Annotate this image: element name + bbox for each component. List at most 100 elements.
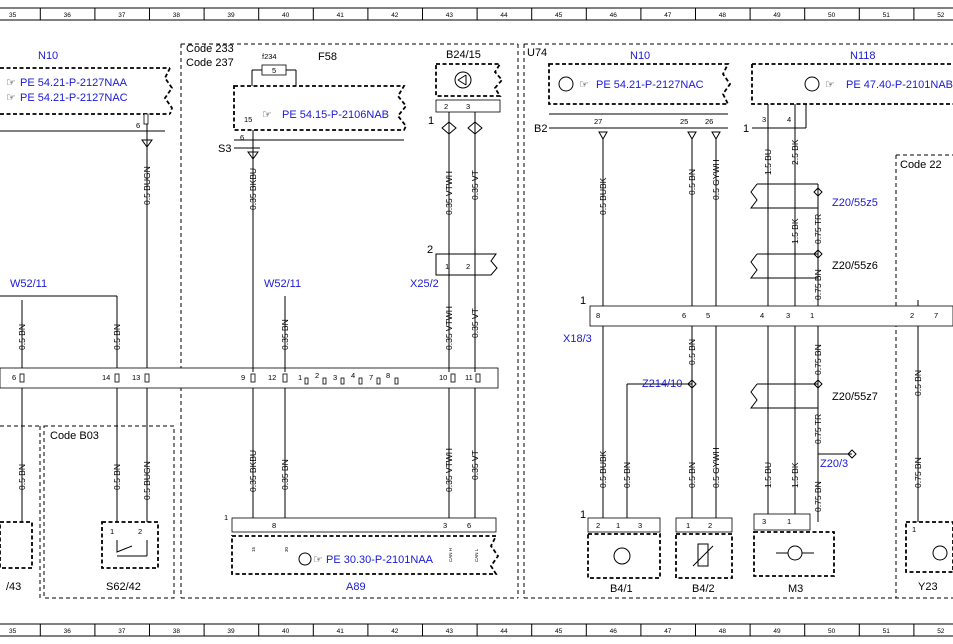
pe-2106nab-ref[interactable]: PE 54.15-P-2106NAB bbox=[282, 109, 389, 121]
b4-2-label: B4/2 bbox=[692, 583, 715, 595]
fuse-label: f234 bbox=[262, 52, 277, 61]
ruler-number: 44 bbox=[500, 628, 508, 635]
wire-label: 0.5 BN bbox=[112, 464, 122, 490]
z214-10-label: Z214/10 bbox=[642, 378, 682, 390]
z20-55z7-splice bbox=[750, 383, 818, 409]
kl30-label: 30 bbox=[284, 546, 289, 552]
pin-label: 12 bbox=[268, 373, 276, 382]
w52-11-left-label: W52/11 bbox=[10, 278, 47, 290]
wire-label: 0.35 VTWH bbox=[444, 306, 454, 350]
pin-label: 2 bbox=[138, 527, 142, 536]
pin-label: 3 bbox=[762, 517, 766, 526]
pin-label: 4 bbox=[787, 115, 791, 124]
control-unit-icon bbox=[558, 76, 574, 92]
pe-2127naa-ref[interactable]: PE 54.21-P-2127NAA bbox=[20, 77, 128, 89]
can-h-label: CAN H bbox=[448, 548, 453, 562]
pin-label: 5 bbox=[706, 311, 710, 320]
pin-label: 13 bbox=[132, 373, 140, 382]
ruler-number: 46 bbox=[610, 12, 618, 19]
a89-label: A89 bbox=[346, 581, 366, 593]
pin-label: 27 bbox=[594, 117, 602, 126]
wire-label: 0.5 BN bbox=[17, 464, 27, 490]
splice-diamond bbox=[847, 449, 857, 459]
m3-label: M3 bbox=[788, 583, 803, 595]
wire-label: 0.5 BUGN bbox=[142, 461, 152, 500]
f58-label: F58 bbox=[318, 51, 337, 63]
wire-label: 0.5 GYWH bbox=[711, 159, 721, 200]
wire-label: 0.5 BN bbox=[687, 339, 697, 365]
s62-42-box bbox=[101, 521, 159, 569]
n118-label: N118 bbox=[850, 50, 875, 62]
code237-label: Code 237 bbox=[186, 57, 234, 69]
pointer-icon: ☞ bbox=[6, 77, 16, 89]
pe-2127nac-right-ref[interactable]: PE 54.21-P-2127NAC bbox=[596, 79, 704, 91]
wire-label: 1.5 BU bbox=[763, 149, 773, 175]
wire-label: 0.5 BN bbox=[112, 324, 122, 350]
ruler-number: 51 bbox=[883, 628, 891, 635]
splice-diamond bbox=[813, 379, 823, 389]
pin-label: 14 bbox=[102, 373, 110, 382]
component-x43-box bbox=[0, 521, 33, 569]
z20-55z7-label: Z20/55z7 bbox=[832, 391, 878, 403]
pin-label: 1 bbox=[428, 115, 434, 127]
ruler-number: 52 bbox=[937, 12, 945, 19]
ruler-number: 40 bbox=[282, 628, 290, 635]
pin-label: 6 bbox=[136, 121, 140, 130]
z20-55z6-splice bbox=[750, 253, 818, 279]
pe-2127nac-ref[interactable]: PE 54.21-P-2127NAC bbox=[20, 92, 128, 104]
pin-label: 1 bbox=[445, 262, 449, 271]
ruler-number: 48 bbox=[719, 12, 727, 19]
ruler-number: 49 bbox=[773, 12, 781, 19]
pin-label: 1 bbox=[580, 295, 586, 307]
pin-label: 15 bbox=[244, 115, 252, 124]
wire-label: 0.75 BN bbox=[813, 344, 823, 375]
ruler-number: 41 bbox=[337, 628, 345, 635]
pointer-icon: ☞ bbox=[579, 79, 589, 91]
wire-label: 0.35 VTWH bbox=[444, 448, 454, 492]
ruler-number: 39 bbox=[227, 12, 235, 19]
b4-2-connector bbox=[675, 517, 733, 533]
x25-2-box bbox=[435, 253, 498, 276]
pin-label: 2 bbox=[596, 521, 600, 530]
ruler-number: 45 bbox=[555, 628, 563, 635]
wire-label: 1.5 BK bbox=[790, 462, 800, 488]
wire-label: 0.35 BN bbox=[280, 459, 290, 490]
pin-label: 3 bbox=[333, 373, 337, 382]
splice-diamond bbox=[687, 379, 697, 389]
ruler-number: 42 bbox=[391, 628, 399, 635]
pin-label: 1 bbox=[686, 521, 690, 530]
pin-label: 3 bbox=[786, 311, 790, 320]
pointer-icon: ☞ bbox=[825, 79, 835, 91]
m3-connector bbox=[753, 513, 811, 531]
ruler-number: 47 bbox=[664, 12, 672, 19]
connector-symbols bbox=[441, 121, 483, 135]
x43-label: /43 bbox=[6, 581, 21, 593]
wire-label: 0.35 VT bbox=[470, 170, 480, 200]
x25-2-label: X25/2 bbox=[410, 278, 439, 290]
code22-label: Code 22 bbox=[900, 159, 942, 171]
sensor-icon bbox=[457, 74, 467, 86]
n10-mid-label: N10 bbox=[630, 50, 650, 62]
pin-label: 1 bbox=[110, 527, 114, 536]
x18-3-connector bbox=[589, 305, 953, 327]
b4-1-label: B4/1 bbox=[610, 583, 633, 595]
ruler-number: 51 bbox=[883, 12, 891, 19]
wire-label: 0.5 BUGN bbox=[142, 166, 152, 205]
pe-2101nab-ref[interactable]: PE 47.40-P-2101NAB bbox=[846, 79, 953, 91]
pin-label: 1 bbox=[912, 525, 916, 534]
m3-box bbox=[753, 531, 835, 577]
potentiometer-icon bbox=[692, 545, 714, 567]
pin-label: 1 bbox=[616, 521, 620, 530]
potentiometer-icon bbox=[697, 543, 709, 567]
s62-42-label: S62/42 bbox=[106, 581, 141, 593]
ruler-number: 46 bbox=[610, 628, 618, 635]
pe-2101naa-ref[interactable]: PE 30.30-P-2101NAA bbox=[326, 554, 434, 566]
n10-mid-box bbox=[548, 63, 732, 105]
pin-label: 3 bbox=[638, 521, 642, 530]
pin-label: 6 bbox=[240, 133, 244, 142]
ruler-number: 41 bbox=[337, 12, 345, 19]
pin-label: 6 bbox=[12, 373, 16, 382]
n118-box bbox=[751, 63, 953, 105]
pin-label: 2 bbox=[427, 244, 433, 256]
pointer-icon: ☞ bbox=[313, 554, 323, 566]
